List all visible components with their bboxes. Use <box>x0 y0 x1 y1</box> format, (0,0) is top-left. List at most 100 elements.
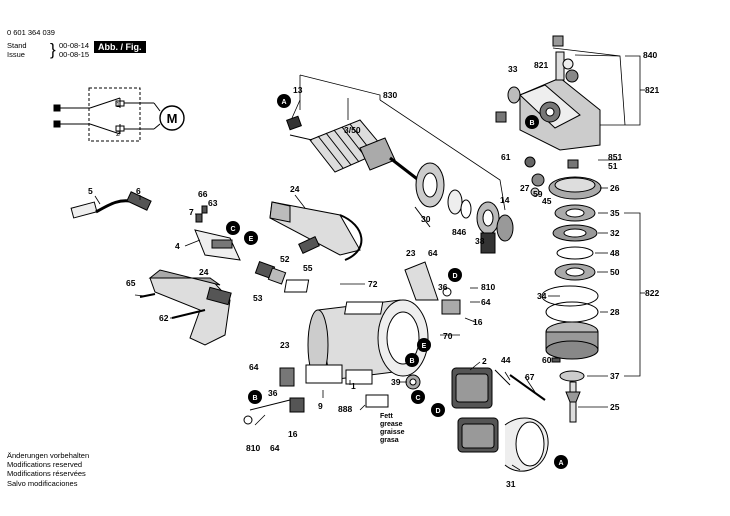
note-line: Modifications reserved <box>7 460 83 470</box>
callout-D: D <box>448 268 462 282</box>
part-label: 840 <box>643 50 657 60</box>
handle-drawing <box>70 191 363 346</box>
part-label: 5 <box>88 186 93 196</box>
callout-E: E <box>417 338 431 352</box>
issue-date: 00-08-15 <box>59 50 90 59</box>
part-label: 810 <box>481 282 495 292</box>
grease-note: Fett grease graisse grasa <box>380 413 405 444</box>
part-label: 16 <box>288 429 298 439</box>
stand-label: Stand <box>7 41 27 50</box>
part-label: 6 <box>136 186 141 196</box>
part-label: 1 <box>351 381 356 391</box>
grease-text: graisse <box>380 429 405 436</box>
part-label: 821 <box>534 60 548 70</box>
part-label: 48 <box>610 248 620 258</box>
note-line: Modifications réservées <box>7 469 86 479</box>
part-label: 821 <box>645 85 659 95</box>
leader-lines <box>94 47 645 471</box>
part-label: 70 <box>443 331 453 341</box>
part-label: 3/50 <box>344 125 361 135</box>
part-label: 36 <box>268 388 278 398</box>
part-label: 810 <box>246 443 260 453</box>
part-label: 59 <box>533 189 543 199</box>
part-label: 64 <box>481 297 491 307</box>
part-label: 53 <box>253 293 263 303</box>
part-label: 31 <box>506 479 516 489</box>
part-label: 13 <box>293 85 303 95</box>
part-label: 34 <box>537 291 547 301</box>
part-label: 27 <box>520 183 530 193</box>
gear-head-drawing <box>495 35 601 197</box>
terminal-label: 1 <box>116 102 120 109</box>
part-label: 830 <box>383 90 397 100</box>
figure-label: Abb. / Fig. <box>94 41 146 53</box>
svg-text:B: B <box>409 358 414 365</box>
wiring-schematic <box>53 87 185 142</box>
callout-E: E <box>244 231 258 245</box>
part-label: 66 <box>198 189 208 199</box>
motor-symbol: M <box>167 111 178 126</box>
part-label: 64 <box>270 443 280 453</box>
brace-glyph: } <box>50 40 56 59</box>
part-number-labels: 840 821 851 51 33 821 830 13 3/50 61 27 … <box>88 50 659 489</box>
svg-text:C: C <box>415 395 420 402</box>
stand-date: 00-08-14 <box>59 41 90 50</box>
part-label: 67 <box>525 372 535 382</box>
callout-A: A <box>277 94 291 108</box>
grease-text: grasa <box>380 437 399 444</box>
part-label: 39 <box>391 377 401 387</box>
callout-D: D <box>431 403 445 417</box>
svg-text:B: B <box>252 395 257 402</box>
svg-text:A: A <box>281 99 286 106</box>
fan-drawing <box>414 162 514 254</box>
callout-B: B <box>525 115 539 129</box>
part-label: 33 <box>508 64 518 74</box>
part-label: 32 <box>610 228 620 238</box>
part-label: 35 <box>610 208 620 218</box>
svg-text:D: D <box>452 273 457 280</box>
part-label: 60 <box>542 355 552 365</box>
armature-drawing <box>286 115 426 187</box>
callout-C: C <box>411 390 425 404</box>
part-label: 23 <box>406 248 416 258</box>
part-label: 26 <box>610 183 620 193</box>
part-label: 64 <box>428 248 438 258</box>
part-label: 822 <box>645 288 659 298</box>
part-label: 25 <box>610 402 620 412</box>
part-label: 14 <box>500 195 510 205</box>
svg-text:B: B <box>529 120 534 127</box>
modification-notes: Änderungen vorbehalten Modifications res… <box>7 451 89 488</box>
callout-C: C <box>226 221 240 235</box>
svg-text:D: D <box>435 408 440 415</box>
callout-markers: A B C E D E B B C D A <box>226 94 568 469</box>
part-label: 7 <box>189 207 194 217</box>
part-label: 64 <box>249 362 259 372</box>
part-label: 61 <box>501 152 511 162</box>
callout-A: A <box>554 455 568 469</box>
part-label: 62 <box>159 313 169 323</box>
part-label: 36 <box>438 282 448 292</box>
part-label: 55 <box>303 263 313 273</box>
grease-text: Fett <box>380 413 394 420</box>
part-label: 50 <box>610 267 620 277</box>
part-label: 45 <box>542 196 552 206</box>
part-label: 24 <box>290 184 300 194</box>
note-line: Änderungen vorbehalten <box>7 451 90 460</box>
svg-text:E: E <box>249 236 254 243</box>
part-label: 16 <box>473 317 483 327</box>
part-label: 2 <box>482 356 487 366</box>
issue-label: Issue <box>7 50 25 59</box>
part-label: 24 <box>199 267 209 277</box>
svg-text:A: A <box>558 460 563 467</box>
part-label: 37 <box>610 371 620 381</box>
document-number: 0 601 364 039 <box>7 28 55 37</box>
part-label: 38 <box>475 236 485 246</box>
part-label: 846 <box>452 227 466 237</box>
part-label: 888 <box>338 404 352 414</box>
stator-drawing <box>243 367 549 472</box>
spindle-stack-drawing <box>541 176 602 423</box>
part-label: 851 <box>608 152 622 162</box>
part-label: 65 <box>126 278 136 288</box>
